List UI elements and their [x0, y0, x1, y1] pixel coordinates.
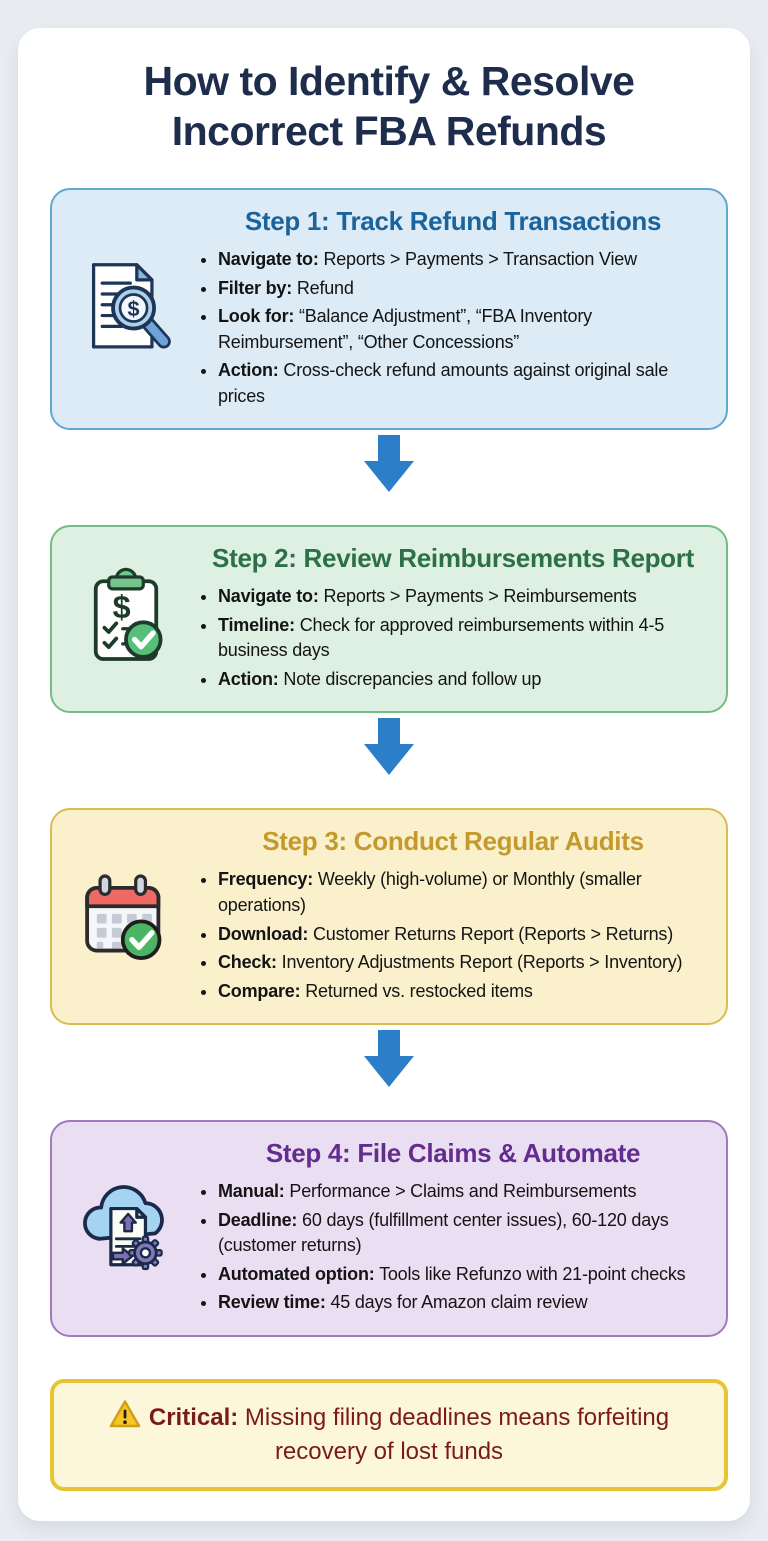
- bullet-item: Timeline: Check for approved reimburseme…: [218, 613, 712, 664]
- down-arrow-icon: [50, 718, 728, 776]
- svg-text:$: $: [113, 589, 131, 625]
- critical-warning-text: Critical: Missing filing deadlines means…: [89, 1399, 689, 1469]
- bullet-item: Review time: 45 days for Amazon claim re…: [218, 1290, 712, 1316]
- bullet-item: Filter by: Refund: [218, 276, 712, 302]
- step-2-bullet-list: Navigate to: Reports > Payments > Reimbu…: [194, 584, 712, 692]
- step-4-panel: Step 4: File Claims & Automate Manual: P…: [50, 1120, 728, 1337]
- step-1-heading: Step 1: Track Refund Transactions: [244, 206, 662, 236]
- warning-triangle-icon: [109, 1400, 149, 1431]
- calendar-check-icon: [58, 862, 194, 970]
- page-title: How to Identify & Resolve Incorrect FBA …: [50, 28, 728, 156]
- clipboard-dollar-check-icon: $: [58, 564, 194, 672]
- step-2-panel: $ Step 2: Review Reimbursements Report N…: [50, 525, 728, 714]
- bullet-item: Deadline: 60 days (fulfillment center is…: [218, 1208, 712, 1259]
- bullet-item: Manual: Performance > Claims and Reimbur…: [218, 1179, 712, 1205]
- bullet-item: Action: Cross-check refund amounts again…: [218, 358, 712, 409]
- down-arrow-icon: [50, 435, 728, 493]
- step-4-heading: Step 4: File Claims & Automate: [265, 1138, 641, 1169]
- infographic-card: How to Identify & Resolve Incorrect FBA …: [18, 28, 750, 1522]
- svg-text:$: $: [128, 296, 140, 321]
- critical-warning-banner: Critical: Missing filing deadlines means…: [50, 1378, 728, 1492]
- bullet-item: Navigate to: Reports > Payments > Transa…: [218, 247, 712, 273]
- bullet-item: Check: Inventory Adjustments Report (Rep…: [218, 950, 712, 976]
- step-4-content: Step 4: File Claims & Automate Manual: P…: [194, 1136, 712, 1319]
- cloud-document-gear-icon: [58, 1174, 194, 1282]
- step-1-bullet-list: Navigate to: Reports > Payments > Transa…: [194, 247, 712, 409]
- page-title-line-2: Incorrect FBA Refunds: [171, 108, 607, 154]
- step-1-panel: $ Step 1: Track Refund Transactions Navi…: [50, 188, 728, 431]
- bullet-item: Action: Note discrepancies and follow up: [218, 667, 712, 693]
- step-1-content: Step 1: Track Refund Transactions Naviga…: [194, 204, 712, 412]
- down-arrow-icon: [50, 1030, 728, 1088]
- step-4-bullet-list: Manual: Performance > Claims and Reimbur…: [194, 1179, 712, 1316]
- step-2-content: Step 2: Review Reimbursements Report Nav…: [194, 541, 712, 695]
- step-3-panel: Step 3: Conduct Regular Audits Frequency…: [50, 808, 728, 1026]
- step-3-bullet-list: Frequency: Weekly (high-volume) or Month…: [194, 867, 712, 1004]
- step-3-content: Step 3: Conduct Regular Audits Frequency…: [194, 824, 712, 1007]
- step-3-heading: Step 3: Conduct Regular Audits: [262, 826, 644, 857]
- bullet-item: Frequency: Weekly (high-volume) or Month…: [218, 867, 712, 918]
- page-title-line-1: How to Identify & Resolve: [143, 58, 635, 104]
- bullet-item: Compare: Returned vs. restocked items: [218, 979, 712, 1005]
- document-magnifier-dollar-icon: $: [58, 254, 194, 362]
- bullet-item: Look for: “Balance Adjustment”, “FBA Inv…: [218, 304, 712, 355]
- bullet-item: Navigate to: Reports > Payments > Reimbu…: [218, 584, 712, 610]
- bullet-item: Download: Customer Returns Report (Repor…: [218, 922, 712, 948]
- step-2-heading: Step 2: Review Reimbursements Report: [212, 543, 694, 574]
- bullet-item: Automated option: Tools like Refunzo wit…: [218, 1262, 712, 1288]
